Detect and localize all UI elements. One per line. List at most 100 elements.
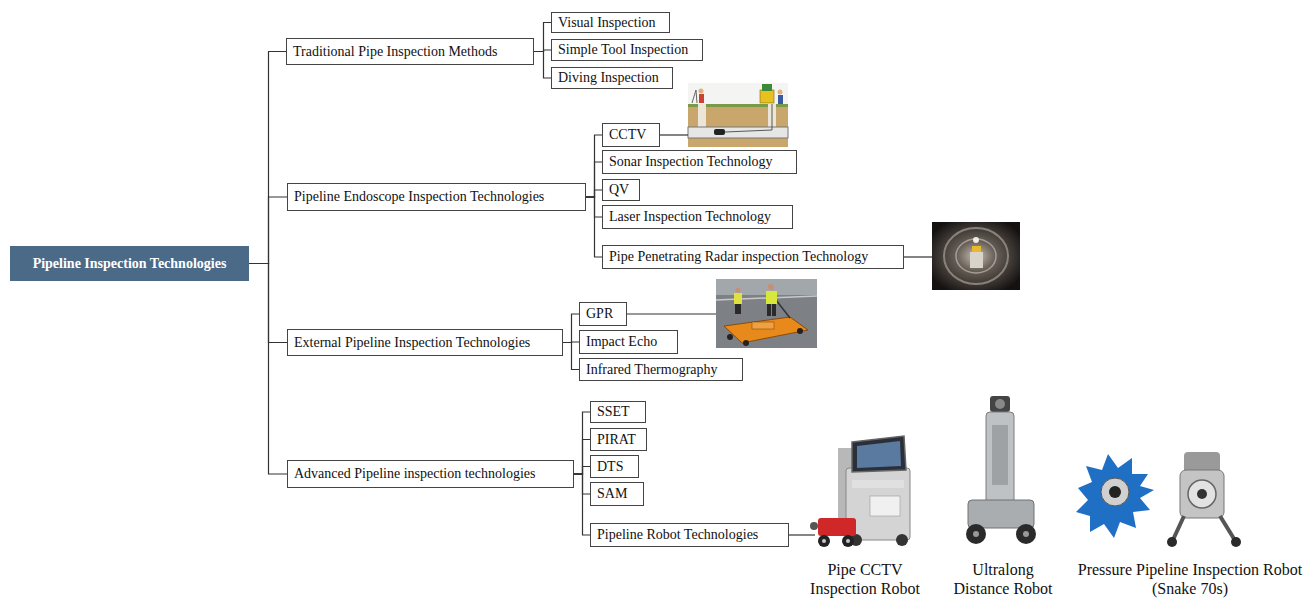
node-text: DTS (597, 459, 623, 475)
cctv-robot-photo-part (818, 535, 830, 547)
category-box: Pipe Penetrating Radar inspection Techno… (602, 245, 904, 269)
category-box: Simple Tool Inspection (551, 39, 703, 61)
node-text: QV (609, 182, 629, 198)
gpr-street-photo-part (752, 322, 774, 329)
cctv-robot-photo-part (870, 496, 900, 516)
gpr-street-photo-part (768, 284, 774, 290)
tree-connector (563, 343, 579, 370)
pressure-robot-photo-part (1101, 478, 1129, 506)
gpr-street-photo-part (766, 291, 777, 304)
category-box: Advanced Pipeline inspection technologie… (287, 460, 574, 488)
gpr-street-photo-part (776, 300, 790, 318)
gpr-street-photo-part (772, 304, 776, 316)
category-box: Sonar Inspection Technology (602, 150, 797, 174)
cctv-robot-photo-part (810, 522, 818, 530)
tree-connector (574, 440, 590, 475)
category-box: Diving Inspection (551, 67, 673, 89)
node-text: Sonar Inspection Technology (609, 154, 773, 170)
gpr-street-photo-part (724, 317, 808, 343)
gpr-street-photo (716, 279, 817, 348)
node-text: SSET (597, 404, 630, 420)
node-text: PIRAT (597, 432, 636, 448)
node-text: Pipeline Robot Technologies (597, 527, 758, 543)
robot-caption: Pipe CCTV Inspection Robot (800, 560, 930, 598)
ultralong-robot-photo-part (973, 531, 979, 537)
tree-connector (586, 162, 602, 197)
node-text: SAM (597, 486, 627, 502)
cctv-robot-photo-part (896, 534, 908, 546)
node-text: Pipeline Endoscope Inspection Technologi… (294, 189, 544, 205)
ultralong-robot-photo-part (992, 425, 1008, 485)
cctv-robot-photo-part (852, 480, 904, 488)
ultralong-robot-photo-part (995, 399, 1005, 409)
tree-connector (534, 52, 551, 79)
tree-connector (534, 23, 551, 52)
tree-connector (586, 197, 602, 257)
category-box: SSET (590, 401, 646, 423)
gpr-street-photo-part (743, 340, 749, 346)
gpr-street-photo-part (735, 304, 741, 314)
leader-line (627, 313, 716, 314)
cctv-robot-photo-part (852, 436, 906, 472)
node-text: Pipeline Inspection Technologies (33, 256, 227, 272)
pressure-robot-photo-part (1197, 489, 1207, 499)
pressure-robot-photo-part (1109, 486, 1121, 498)
tree-connector (574, 412, 590, 474)
radar-tunnel-photo-part (970, 252, 983, 268)
category-box: QV (602, 179, 640, 201)
category-box: External Pipeline Inspection Technologie… (287, 329, 563, 356)
cctv-robot-photo-part (846, 539, 850, 543)
cctv-illustration-part (778, 95, 783, 104)
ultralong-robot-photo-part (966, 524, 986, 544)
gpr-street-photo-part (716, 279, 817, 348)
category-box: SAM (590, 482, 644, 506)
pressure-robot-photo-part (1188, 480, 1216, 508)
node-text: CCTV (609, 127, 646, 143)
cctv-illustration-part (688, 83, 788, 147)
robot-caption: Pressure Pipeline Inspection Robot (Snak… (1077, 560, 1303, 598)
cctv-illustration-part (688, 127, 788, 138)
node-text: Impact Echo (586, 334, 657, 350)
cctv-illustration-part (725, 104, 772, 132)
category-box: Visual Inspection (551, 12, 670, 33)
cctv-illustration-part (699, 94, 704, 103)
cctv-illustration-part (760, 90, 774, 103)
radar-tunnel-photo-part (932, 222, 1020, 290)
category-box: Laser Inspection Technology (602, 205, 793, 229)
radar-tunnel-photo (932, 222, 1020, 290)
gpr-street-photo-part (767, 304, 771, 316)
cctv-illustration-part (778, 90, 783, 95)
node-text: Simple Tool Inspection (558, 42, 688, 58)
cctv-robot-photo-part (822, 539, 826, 543)
cctv-illustration-part (699, 89, 704, 94)
cctv-robot-photo-part (842, 535, 854, 547)
node-text: External Pipeline Inspection Technologie… (294, 335, 530, 351)
tree-connector (586, 190, 602, 197)
node-text: Advanced Pipeline inspection technologie… (294, 466, 535, 482)
cctv-illustration-part (698, 104, 706, 128)
category-box: CCTV (602, 123, 660, 147)
node-text: Pipe Penetrating Radar inspection Techno… (609, 249, 868, 265)
gpr-street-photo-part (736, 288, 741, 293)
leader-line (660, 134, 688, 135)
ultralong-robot-photo-part (986, 412, 1014, 504)
category-box: Pipeline Endoscope Inspection Technologi… (287, 183, 586, 211)
node-text: Laser Inspection Technology (609, 209, 771, 225)
radar-tunnel-photo-part (972, 246, 981, 252)
pressure-robot-photo-part (1180, 470, 1224, 518)
node-text: Infrared Thermography (586, 362, 718, 378)
robot-caption: Ultralong Distance Robot (947, 560, 1059, 598)
tree-connector (574, 474, 590, 535)
tree-connector (563, 314, 579, 343)
category-box: Infrared Thermography (579, 358, 743, 381)
cctv-illustration-part (696, 90, 697, 103)
radar-tunnel-photo-part (956, 239, 996, 273)
tree-connector (249, 264, 287, 475)
ultralong-robot-photo-part (968, 500, 1034, 528)
category-box: Impact Echo (579, 330, 678, 354)
ultralong-robot-photo-part (1016, 524, 1036, 544)
category-box: Traditional Pipe Inspection Methods (286, 38, 534, 65)
